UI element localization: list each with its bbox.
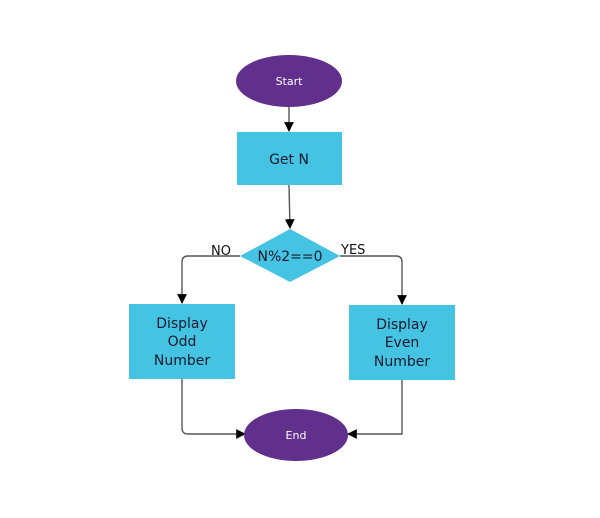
display-even-rect [349, 305, 455, 380]
start-node[interactable]: Start [236, 55, 342, 107]
decision-node[interactable]: N%2==0 [240, 229, 340, 282]
edge-decision-to-odd [177, 255, 240, 304]
edges [177, 106, 407, 439]
get-n-label: Get N [269, 152, 309, 168]
edge-decision-to-even [340, 255, 407, 305]
display-odd-node[interactable]: Display Odd Number [129, 304, 235, 379]
display-odd-line-1: Display [156, 316, 208, 332]
display-odd-line-3: Number [154, 353, 210, 369]
decision-label: N%2==0 [257, 249, 322, 265]
display-even-node[interactable]: Display Even Number [349, 305, 455, 380]
edge-label-no: NO [211, 244, 231, 259]
edge-get-n-to-decision [284, 184, 295, 229]
display-even-line-2: Even [385, 335, 420, 351]
get-n-node[interactable]: Get N [237, 132, 342, 185]
end-node[interactable]: End [244, 409, 348, 461]
display-even-line-1: Display [376, 317, 428, 333]
display-even-line-3: Number [374, 354, 430, 370]
get-n-rect [237, 132, 342, 185]
display-odd-rect [129, 304, 235, 379]
end-ellipse [244, 409, 348, 461]
edge-even-to-end [347, 380, 403, 439]
edge-odd-to-end [181, 379, 246, 439]
edge-label-yes: YES [340, 243, 365, 258]
display-odd-line-2: Odd [168, 334, 197, 350]
start-ellipse [236, 55, 342, 107]
end-label: End [286, 429, 307, 442]
decision-diamond [240, 229, 340, 282]
start-label: Start [276, 75, 304, 88]
